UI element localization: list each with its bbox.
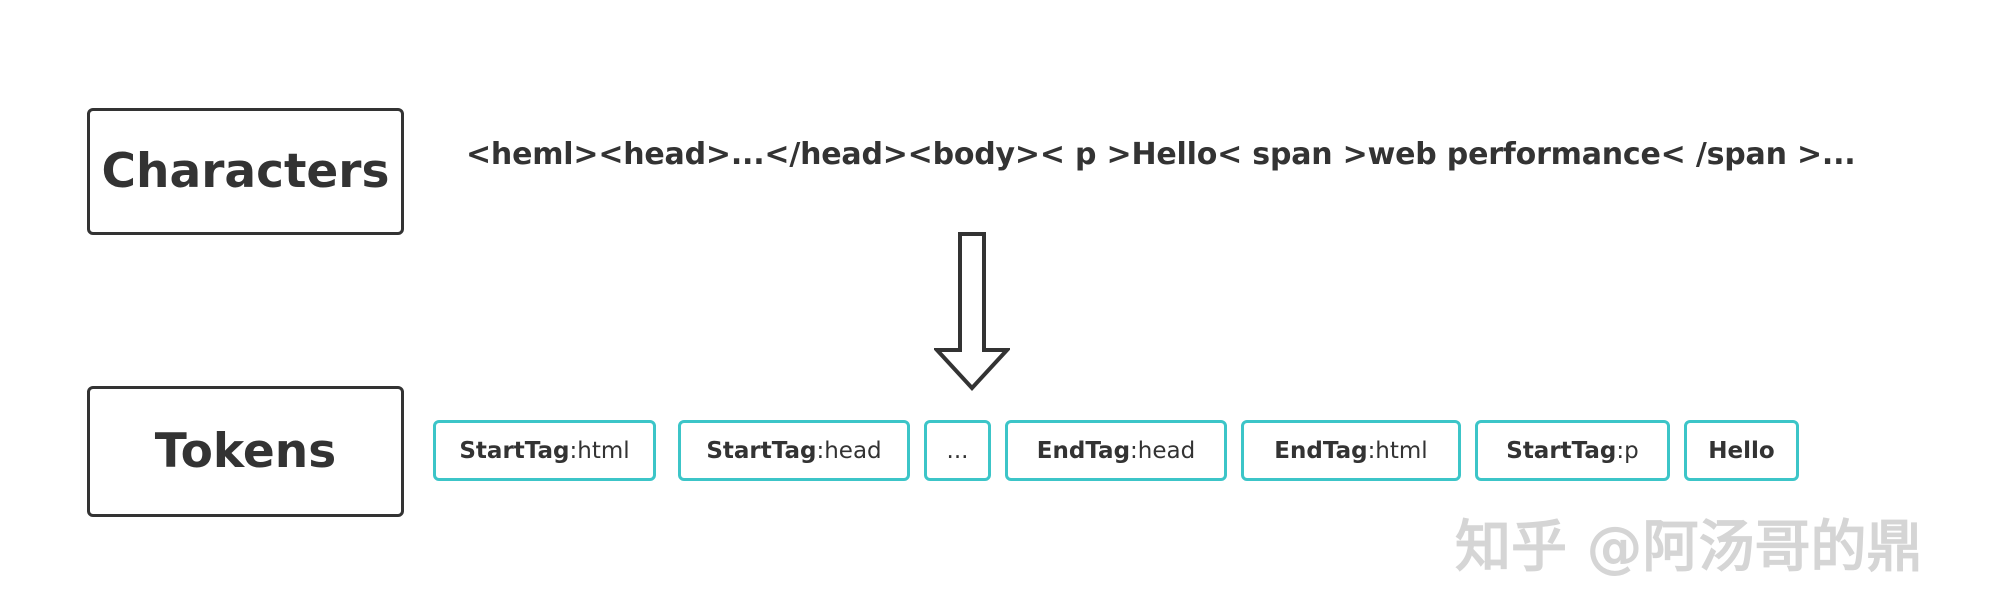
character-stream-text: <heml><head>...</head><body>< p >Hello< … (466, 137, 1856, 172)
token-type: Hello (1708, 437, 1775, 464)
characters-label: Characters (101, 144, 390, 199)
token-item: StartTag:p (1475, 420, 1670, 481)
token-item: StartTag:head (678, 420, 910, 481)
token-value: :html (1367, 437, 1428, 464)
token-item: ... (924, 420, 991, 481)
token-type: StartTag (1506, 437, 1617, 464)
token-type: EndTag (1036, 437, 1131, 464)
token-type: StartTag (706, 437, 817, 464)
watermark-text: 知乎 @阿汤哥的鼎 (1455, 515, 1923, 580)
token-value: :html (569, 437, 630, 464)
token-item: StartTag:html (433, 420, 656, 481)
token-value: :head (816, 437, 882, 464)
token-value: ... (946, 437, 969, 464)
tokens-label: Tokens (154, 424, 337, 479)
token-type: EndTag (1274, 437, 1368, 464)
token-item: EndTag:head (1005, 420, 1227, 481)
token-item: EndTag:html (1241, 420, 1461, 481)
token-item: Hello (1684, 420, 1799, 481)
token-value: :p (1616, 437, 1639, 464)
down-arrow-icon (934, 232, 1010, 391)
characters-label-box: Characters (87, 108, 404, 235)
token-value: :head (1130, 437, 1196, 464)
token-type: StartTag (459, 437, 570, 464)
tokens-label-box: Tokens (87, 386, 404, 517)
